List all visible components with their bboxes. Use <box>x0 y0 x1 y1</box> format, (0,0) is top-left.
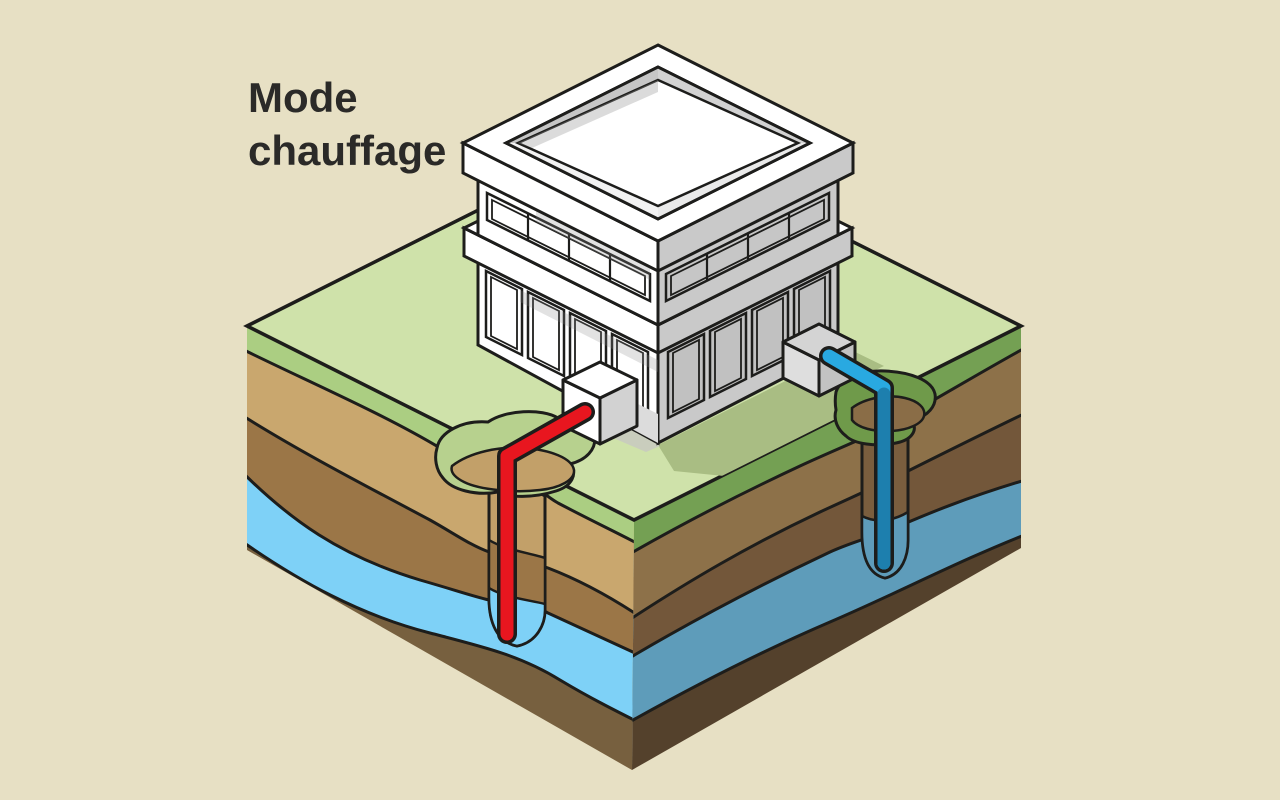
building <box>459 43 857 446</box>
hot-well-pipe <box>497 402 595 644</box>
hot-well-head-box <box>561 360 639 446</box>
recessed-roof-shadow <box>518 80 658 148</box>
parapet-inner-outline <box>502 65 814 221</box>
diagram-title: Mode chauffage <box>248 72 446 177</box>
top-floor-window-strip-right <box>664 190 831 304</box>
belt-soft-shadow <box>520 290 658 372</box>
diagram-title-line2: chauffage <box>248 126 447 174</box>
cold-well-pipe <box>819 346 894 573</box>
top-floor-window-strip-left <box>485 190 652 304</box>
recessed-roof <box>514 78 802 208</box>
diagram-title-line1: Mode <box>248 74 358 121</box>
roof-soft-shadow <box>536 208 650 280</box>
